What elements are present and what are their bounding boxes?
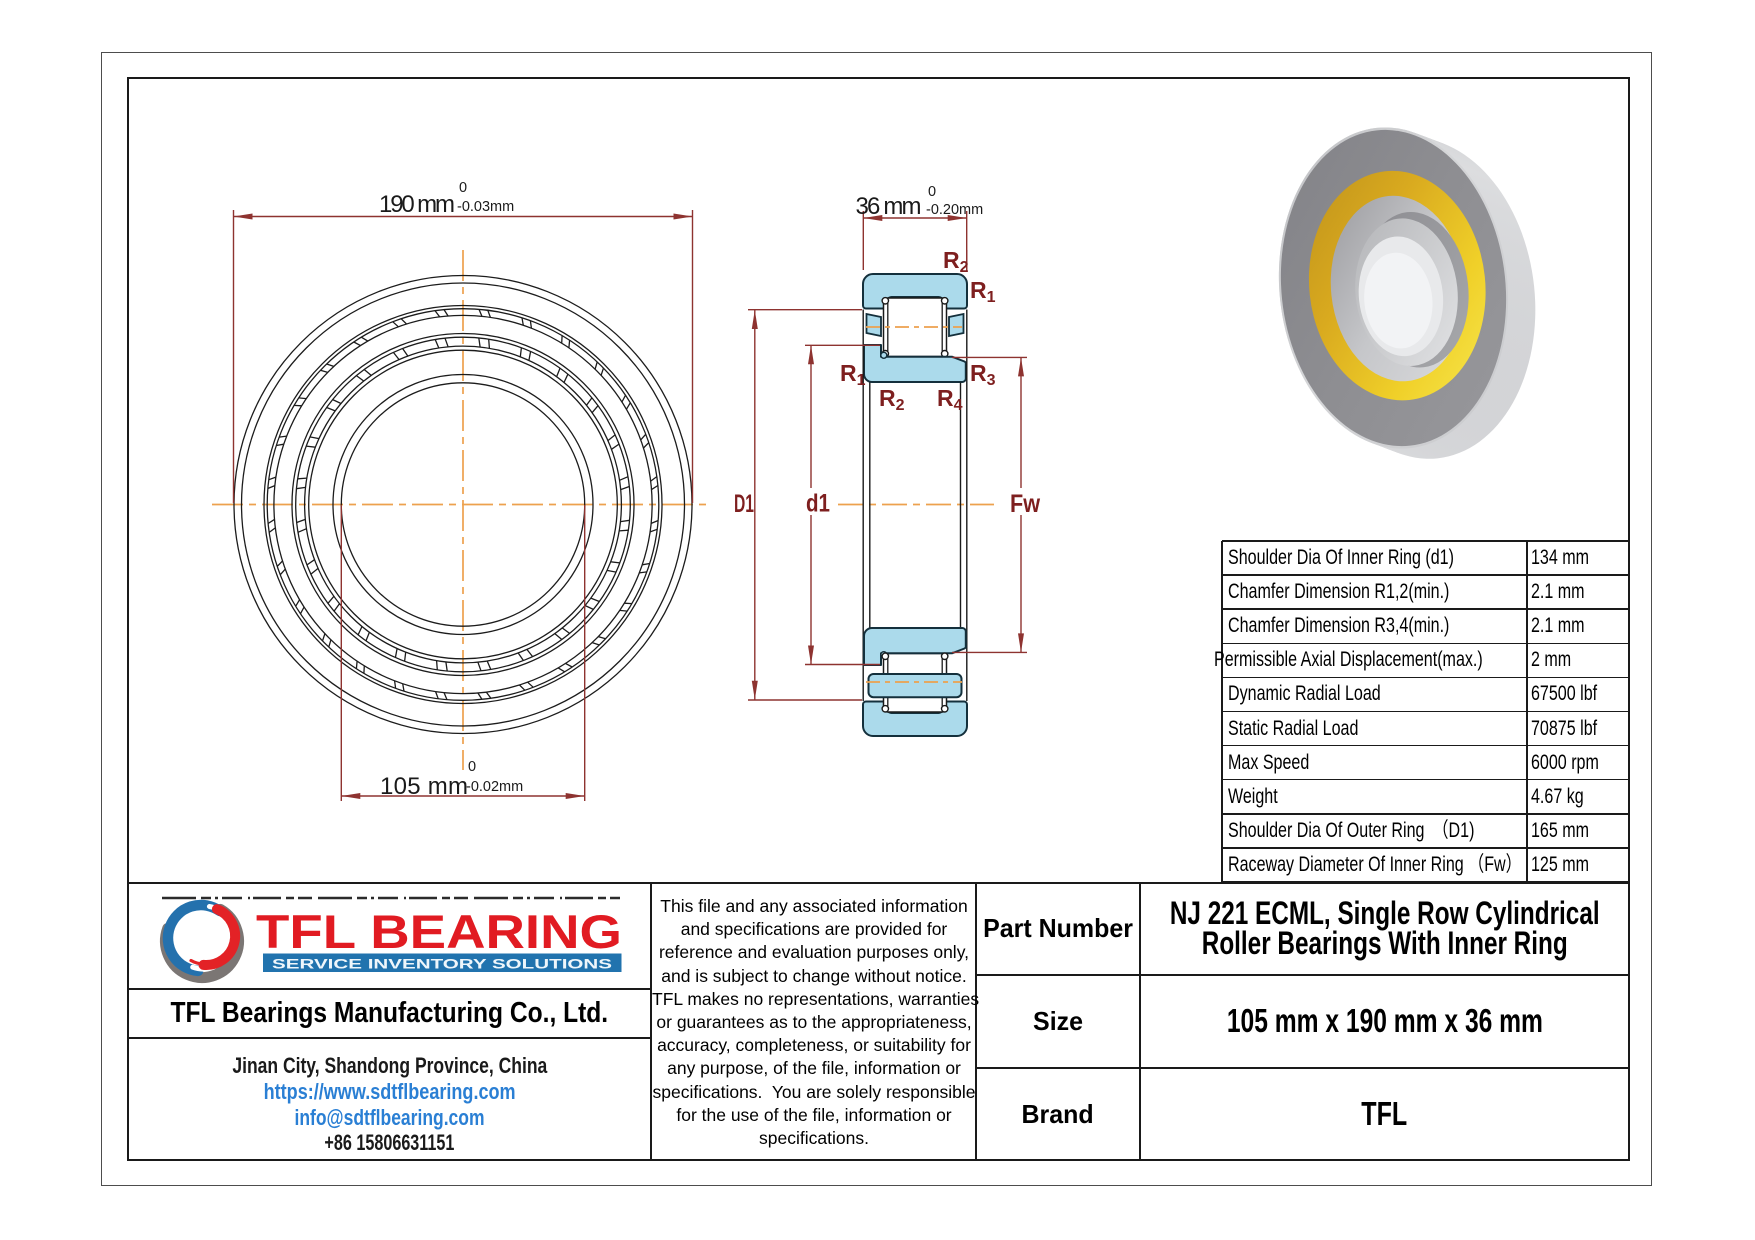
svg-text:D1: D1 — [734, 490, 754, 518]
svg-text:190 mm: 190 mm — [379, 191, 455, 218]
svg-text:0: 0 — [468, 759, 476, 775]
svg-text:36 mm: 36 mm — [856, 193, 922, 220]
svg-text:TFL BEARING: TFL BEARING — [256, 905, 622, 958]
svg-text:R2: R2 — [879, 385, 905, 414]
svg-text:R2: R2 — [943, 247, 969, 276]
svg-text:SERVICE INVENTORY SOLUTIONS: SERVICE INVENTORY SOLUTIONS — [272, 957, 612, 972]
svg-text:-0.03mm: -0.03mm — [457, 199, 514, 215]
svg-text:-0.02mm: -0.02mm — [466, 779, 523, 795]
svg-text:R1: R1 — [970, 277, 996, 306]
svg-text:105 mm: 105 mm — [380, 773, 468, 800]
svg-text:-0.20mm: -0.20mm — [926, 202, 983, 218]
svg-text:0: 0 — [459, 180, 467, 196]
svg-text:R4: R4 — [937, 385, 963, 414]
svg-text:0: 0 — [928, 184, 936, 200]
svg-text:d1: d1 — [806, 490, 830, 518]
svg-text:R3: R3 — [970, 360, 996, 389]
svg-text:R1: R1 — [840, 360, 866, 389]
svg-text:Fw: Fw — [1010, 490, 1040, 518]
